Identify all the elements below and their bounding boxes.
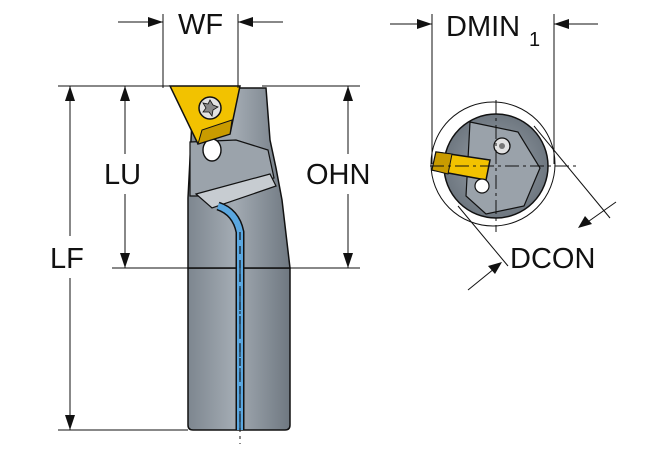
lf-label: LF: [50, 243, 84, 275]
wf-label: WF: [178, 9, 223, 41]
dimension-arrow-icon: [343, 86, 353, 101]
torx-screw-icon: [198, 96, 222, 120]
dimension-arrow-icon: [65, 86, 75, 101]
torx-screw-icon: [493, 137, 511, 155]
ohn-label: OHN: [306, 159, 370, 191]
dimension-arrow-icon: [148, 17, 163, 27]
end-view: DMIN 1 DCON: [390, 11, 617, 291]
dimension-arrow-icon: [417, 19, 432, 29]
clamp-wedge: [194, 173, 277, 209]
min-bore-circle: [430, 101, 556, 227]
dmin-label: DMIN: [446, 11, 520, 43]
dcon-label: DCON: [510, 243, 595, 275]
dimension-arrow-icon: [343, 253, 353, 268]
lu-label: LU: [104, 159, 141, 191]
dimension-arrow-icon: [578, 216, 592, 228]
dimension-arrow-icon: [554, 19, 569, 29]
coolant-hole: [474, 178, 490, 194]
dmin-subscript: 1: [529, 29, 540, 51]
dimension-arrow-icon: [120, 86, 130, 101]
dimension-arrow-icon: [120, 253, 130, 268]
dimension-arrow-icon: [488, 262, 502, 274]
dimension-arrow-icon: [238, 17, 253, 27]
side-view: WF LF LU OHN: [50, 9, 370, 444]
dimension-arrow-icon: [65, 415, 75, 430]
